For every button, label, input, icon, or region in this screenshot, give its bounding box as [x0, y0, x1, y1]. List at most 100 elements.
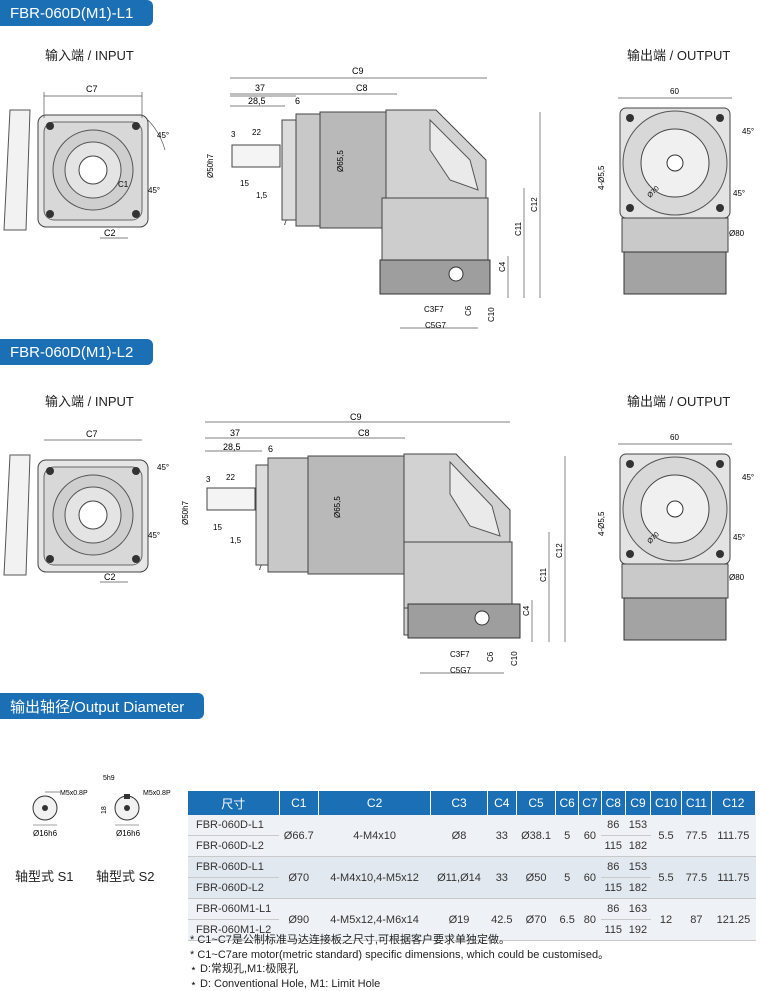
angle-45b-input-l1: 45°	[148, 186, 160, 195]
dim-c3-l2: C3F7	[450, 650, 470, 659]
s2-h18: 18	[101, 806, 108, 814]
spec-header-row: 尺寸 C1 C2 C3 C4 C5 C6 C7 C8 C9 C10 C11 C1…	[188, 791, 757, 815]
header-c9: C9	[625, 791, 652, 815]
cell-c2: 4-M4x10	[318, 815, 431, 857]
dim-c6-l1: C6	[464, 305, 473, 316]
cell-c11: 87	[681, 898, 712, 941]
header-c1: C1	[279, 791, 320, 815]
cell-c8: 86	[601, 856, 626, 878]
header-c12: C12	[711, 791, 757, 815]
cell-c12: 121.25	[711, 898, 756, 941]
cell-c9: 182	[625, 835, 651, 857]
cell-c10: 5.5	[650, 815, 682, 857]
header-c3: C3	[430, 791, 488, 815]
model-name: FBR-060D-L1	[188, 815, 279, 836]
header-c7: C7	[578, 791, 602, 815]
cell-c6: 6.5	[555, 898, 579, 941]
dim-c3-l1: C3F7	[424, 305, 444, 314]
cell-c1: Ø70	[279, 856, 319, 899]
cell-c11: 77.5	[681, 856, 712, 899]
dim-28-5-l2: 28,5	[223, 442, 241, 452]
cell-c3: Ø11,Ø14	[430, 856, 488, 899]
cell-c2: 4-M4x10,4-M5x12	[318, 856, 431, 899]
shaft-s2-label: 轴型式 S2	[96, 869, 155, 884]
dim-37-l2: 37	[230, 428, 240, 438]
cell-c8: 115	[601, 919, 626, 941]
cell-c12: 111.75	[711, 856, 756, 899]
cell-c5: Ø70	[516, 898, 556, 941]
cell-c8: 86	[601, 815, 626, 836]
cell-c6: 5	[555, 815, 579, 857]
section-title-l2: FBR-060D(M1)-L2	[0, 339, 154, 365]
angle-45b-input-l2: 45°	[148, 531, 160, 540]
input-view-l1: C7 C2 45° 45° C1	[3, 84, 169, 239]
dim-c11-l1: C11	[514, 221, 523, 236]
cell-c11: 77.5	[681, 815, 712, 857]
output-view-l2: 60 4-Ø5,5 Ø70 Ø80 45° 45°	[597, 433, 754, 641]
table-row: FBR-060D-L2 115 182	[188, 835, 756, 857]
cell-c9: 192	[625, 919, 651, 941]
cell-c4: 33	[487, 815, 517, 857]
angle-45-output-l2: 45°	[742, 473, 754, 482]
dim-3-l2: 3	[206, 475, 211, 484]
dim-60-output-l2: 60	[670, 433, 679, 442]
table-row: FBR-060D-L1 Ø66.7 4-M4x10 Ø8 33 Ø38.1 5 …	[188, 815, 756, 857]
dim-22-l2: 22	[226, 473, 235, 482]
cell-c3: Ø8	[430, 815, 488, 857]
cell-c6: 5	[555, 856, 579, 899]
dim-c5-l1: C5G7	[425, 321, 446, 330]
output-view-label-l2: 输出端 / OUTPUT	[627, 394, 731, 409]
dim-15-l2: 15	[213, 523, 222, 532]
dim-c9-l1: C9	[352, 66, 364, 76]
cell-c3: Ø19	[430, 898, 488, 941]
cell-c7: 60	[578, 856, 602, 899]
dim-1-5-l2: 1,5	[230, 536, 242, 545]
header-c10: C10	[650, 791, 682, 815]
model-name: FBR-060D-L2	[188, 877, 279, 899]
input-view-l2: C7 C2 45° 45°	[3, 429, 169, 583]
cell-c4: 33	[487, 856, 517, 899]
shaft-s1-label: 轴型式 S1	[15, 869, 74, 884]
dim-7-l1: 7	[283, 218, 288, 227]
cell-c9: 163	[625, 898, 651, 920]
dim-c8-l1: C8	[356, 83, 368, 93]
header-size: 尺寸	[188, 791, 280, 815]
s2-dia: Ø16h6	[116, 829, 141, 838]
angle-45-input-l1: 45°	[157, 131, 169, 140]
cell-c10: 12	[650, 898, 682, 941]
dim-c2-input-l2: C2	[104, 572, 116, 582]
input-view-label-l1: 输入端 / INPUT	[45, 48, 134, 63]
drawing-l1: C7 C2 45° 45° C1 C9 C8 37 28,5 6 3 22 15…	[3, 66, 754, 330]
header-c8: C8	[601, 791, 626, 815]
dim-c5-l2: C5G7	[450, 666, 471, 675]
angle-45-input-l2: 45°	[157, 463, 169, 472]
dim-22-l1: 22	[252, 128, 261, 137]
dim-c1-input-l1: C1	[118, 180, 129, 189]
dim-15-l1: 15	[240, 179, 249, 188]
cell-c9: 153	[625, 856, 651, 878]
footnotes: * C1~C7是公制标准马达连接板之尺寸,可根据客户要求单独定做。 * C1~C…	[190, 933, 609, 991]
dim-hole-output-l1: 4-Ø5,5	[597, 165, 606, 190]
dim-1-5-l1: 1,5	[256, 191, 268, 200]
input-view-label-l2: 输入端 / INPUT	[45, 394, 134, 409]
note-hole-zh: ⋆ D:常规孔,M1:极限孔	[190, 963, 299, 975]
cell-c12: 111.75	[711, 815, 756, 857]
cell-c8: 86	[601, 898, 626, 920]
section-title-shaft: 输出轴径/Output Diameter	[0, 693, 205, 719]
header-c5: C5	[516, 791, 557, 815]
cell-c8: 115	[601, 877, 626, 899]
side-view-l1: C9 C8 37 28,5 6 3 22 15 1,5 7 Ø50h7 Ø65,…	[206, 66, 541, 330]
dim-c7-input-l1: C7	[86, 84, 98, 94]
dim-hole-output-l2: 4-Ø5,5	[597, 511, 606, 536]
dim-c9-l2: C9	[350, 412, 362, 422]
dim-phi80-output-l1: Ø80	[729, 229, 745, 238]
dim-phi65-l2: Ø65,5	[333, 496, 342, 518]
cell-c2: 4-M5x12,4-M6x14	[318, 898, 431, 941]
cell-c7: 60	[578, 815, 602, 857]
dim-3-l1: 3	[231, 130, 236, 139]
cell-c1: Ø66.7	[279, 815, 319, 857]
side-view-l2: C9 C8 37 28,5 6 3 22 15 1,5 7 Ø50h7 Ø65,…	[181, 412, 566, 675]
cell-c8: 115	[601, 835, 626, 857]
dim-c11-l2: C11	[539, 567, 548, 582]
note-metric-en: * C1~C7are motor(metric standard) specif…	[190, 948, 610, 961]
